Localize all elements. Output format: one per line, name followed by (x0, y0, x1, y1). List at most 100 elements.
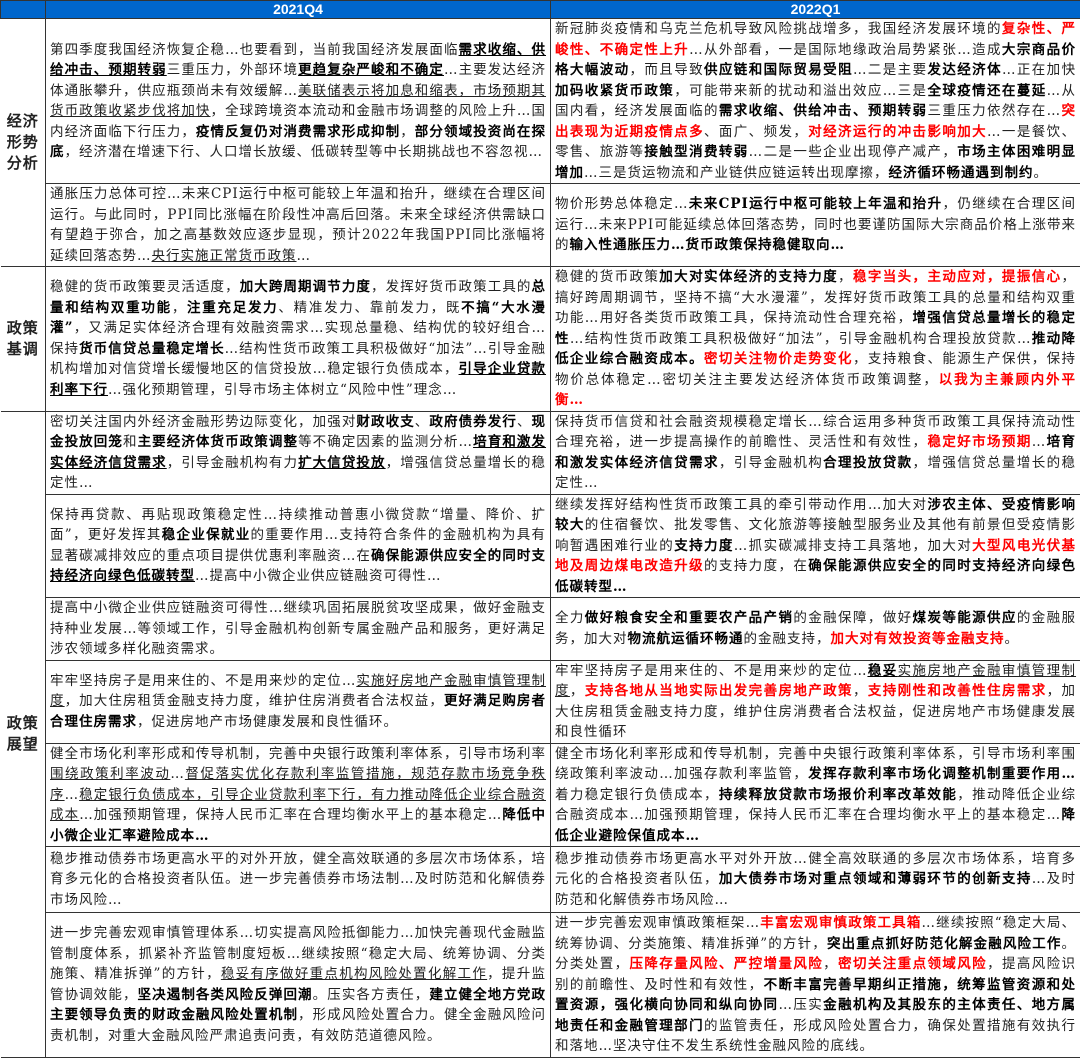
text-segment: 三重压力依然存在… (927, 103, 1061, 119)
text-segment: 。压实各方责任， (313, 987, 430, 1003)
bold-text-segment: 稳企业保就业 (162, 527, 251, 543)
text-segment: 密切关注国内外经济金融形势边际变化，加强对 (50, 414, 356, 430)
red-highlight-text-segment: 稳定好市场预期 (927, 434, 1031, 450)
text-segment: 和 (123, 434, 138, 450)
section-label-policy-tone: 政策基调 (1, 267, 46, 412)
text-segment: …抓实碳减排支持工具落地，加大对 (734, 538, 972, 554)
text-segment: … (170, 766, 185, 782)
text-segment: 健全市场化利率形成和传导机制，完善中央银行政策利率体系，引导市场利率 (50, 746, 546, 762)
text-segment: ，加大住房租赁金融支持力度，维护住房消费者合法权益， (65, 693, 444, 709)
red-highlight-text-segment: 对经济运行的冲击影响加大 (808, 124, 987, 140)
text-segment: …强化预期管理，引导市场主体树立“风险中性”理念… (108, 382, 457, 398)
table-row: 政策基调 稳健的货币政策要灵活适度，加大跨周期调节力度，发挥好货币政策工具的总量… (1, 267, 1080, 412)
bold-text-segment: 输入性通胀压力…货币政策保持稳健取向… (570, 237, 846, 253)
text-segment: 等不确定因素的监测分析… (298, 434, 473, 450)
text-segment: 的金融保障，做好 (793, 610, 912, 626)
text-segment: ，可能带来新的扰动和溢出效应…三是 (674, 83, 927, 99)
text-segment: 稳健的货币政策 (555, 269, 659, 285)
text-segment: 。 (1005, 631, 1020, 647)
bold-text-segment: 确保能源供应安全的同时支 (371, 548, 546, 564)
bold-text-segment: 全球疫情还在蔓延 (927, 83, 1046, 99)
bold-text-segment: 政府债券发行 (429, 414, 517, 430)
cell-2021q4: 稳健的货币政策要灵活适度，加大跨周期调节力度，发挥好货币政策工具的总量和结构双重… (46, 267, 551, 412)
bold-text-segment: 加大债券市场对重点领域和薄弱环节的创新支持 (719, 871, 1032, 887)
cell-2021q4: 通胀压力总体可控…未来CPI运行中枢可能较上年温和抬升，继续在合理区间运行。与此… (46, 184, 551, 267)
bold-text-segment: 财政收支 (356, 414, 414, 430)
bold-underlined-text-segment: 更趋复杂严峻和不确定 (298, 62, 444, 78)
bold-text-segment: 坚决遏制各类风险反弹回潮 (138, 987, 313, 1003)
bold-text-segment: 疫情反复仍对消费需求形成抑制 (196, 124, 400, 140)
text-segment: 、 (415, 414, 430, 430)
header-corner (1, 1, 46, 19)
text-segment: 继续发挥好结构性货币政策工具的牵引带动作用…加大对 (555, 497, 927, 513)
cell-2022q1: 新冠肺炎疫情和乌克兰危机导致风险挑战增多，我国经济发展环境的复杂性、严峻性、不确… (551, 19, 1080, 184)
bold-underlined-text-segment: 稳妥 (867, 663, 897, 679)
table-row: 提高中小微企业供应链融资可得性…继续巩固拓展脱贫攻坚成果，做好金融支持种业发展…… (1, 598, 1080, 661)
table-row: 健全市场化利率形成和传导机制，完善中央银行政策利率体系，引导市场利率围绕政策利率… (1, 743, 1080, 847)
text-segment: 牢牢坚持房子是用来住的、不是用来炒的定位… (555, 663, 867, 679)
text-segment: …提高中小微企业供应链融资可得性… (195, 568, 442, 584)
header-2022q1: 2022Q1 (551, 1, 1080, 19)
table-row: 稳步推动债券市场更高水平的对外开放，健全高效联通的多层次市场体系，培育多元化的合… (1, 847, 1080, 913)
table-row: 牢牢坚持房子是用来住的、不是用来炒的定位…实施好房地产金融审慎管理制度，加大住房… (1, 660, 1080, 743)
text-segment: …二是主要 (853, 62, 928, 78)
bold-underlined-text-segment: 持经济向绿色低碳转型 (50, 568, 195, 584)
bold-text-segment: 物流航运循环畅通 (628, 631, 744, 647)
table-row: 通胀压力总体可控…未来CPI运行中枢可能较上年温和抬升，继续在合理区间运行。与此… (1, 184, 1080, 267)
bold-text-segment: 加码收紧货币政策 (555, 83, 674, 99)
text-segment: 牢牢坚持房子是用来住的、不是用来炒的定位… (50, 673, 356, 689)
text-segment: …压实 (778, 997, 823, 1013)
header-row: 2021Q4 2022Q1 (1, 1, 1080, 19)
text-segment: 第四季度我国经济恢复企稳…也要看到，当前我国经济发展面临 (50, 42, 459, 58)
text-segment: …结构性货币政策工具积极做好“加法”，引导金融机构合理投放贷款… (570, 331, 1032, 347)
text-segment: 的金融支持， (744, 631, 831, 647)
table-row: 经济形势分析 第四季度我国经济恢复企稳…也要看到，当前我国经济发展面临需求收缩、… (1, 19, 1080, 184)
text-segment: … (65, 787, 80, 803)
cell-2021q4: 第四季度我国经济恢复企稳…也要看到，当前我国经济发展面临需求收缩、供给冲击、预期… (46, 19, 551, 184)
bold-text-segment: 货币信贷总量稳定增长 (79, 341, 225, 357)
text-segment: 物价形势总体稳定… (555, 196, 688, 212)
bold-text-segment: 合理投放贷款 (823, 455, 912, 471)
cell-2021q4: 进一步完善宏观审慎管理体系…切实提高风险抵御能力…加快完善现代金融监管制度体系，… (46, 913, 551, 1058)
bold-text-segment: 需求收缩、供给冲击、预期转弱 (719, 103, 928, 119)
bold-text-segment: 未来CPI运行中枢可能较上年温和抬升 (688, 196, 942, 212)
text-segment: 、精准发力、靠前发力，既 (278, 300, 461, 316)
red-highlight-text-segment: 丰富宏观审慎政策工具箱 (760, 915, 921, 931)
text-segment: 三重压力，外部环境 (167, 62, 298, 78)
cell-2021q4: 牢牢坚持房子是用来住的、不是用来炒的定位…实施好房地产金融审慎管理制度，加大住房… (46, 660, 551, 743)
cell-2022q1: 牢牢坚持房子是用来住的、不是用来炒的定位…稳妥实施房地产金融审慎管理制度，支持各… (551, 660, 1080, 743)
cell-2021q4: 保持再贷款、再贴现政策稳定性…持续推动普惠小微贷款“增量、降价、扩面”，更好发挥… (46, 494, 551, 598)
text-segment: ，经济潜在增速下行、人口增长放缓、低碳转型等中长期挑战也不容忽视… (65, 144, 544, 160)
cell-2021q4: 健全市场化利率形成和传导机制，完善中央银行政策利率体系，引导市场利率围绕政策利率… (46, 743, 551, 847)
section-label-policy-outlook: 政策展望 (1, 411, 46, 1057)
bold-text-segment: 做好粮食安全和重要农产品产销 (585, 610, 794, 626)
text-segment: ， (838, 269, 853, 285)
text-segment: ， (400, 124, 415, 140)
text-segment: 进一步完善宏观审慎政策框架… (555, 915, 760, 931)
text-segment: ，促进房地产市场健康发展和良性循环。 (137, 714, 398, 730)
text-segment: 的支持力度，在 (704, 558, 808, 574)
text-segment: …三是货运物流和产业链供应链运转出现摩擦， (584, 165, 889, 181)
text-segment: … (297, 248, 312, 264)
text-segment: 提高中小微企业供应链融资可得性…继续巩固拓展脱贫攻坚成果，做好金融支持种业发展…… (50, 600, 546, 657)
text-segment: …从外部看，一是国际地缘政治局势紧张…造成 (689, 42, 1002, 58)
text-segment: 、面广、频发， (704, 124, 808, 140)
cell-2022q1: 健全市场化利率形成和传导机制，完善中央银行政策利率体系，引导市场利率围绕政策利率… (551, 743, 1080, 847)
text-segment: ，引导金融机构 (719, 455, 823, 471)
red-highlight-text-segment: 密切关注物价走势变化 (704, 351, 853, 367)
text-segment: ， (172, 300, 187, 316)
cell-2021q4: 提高中小微企业供应链融资可得性…继续巩固拓展脱贫攻坚成果，做好金融支持种业发展…… (46, 598, 551, 661)
red-highlight-text-segment: 支持刚性和改善性住房需求 (868, 683, 1047, 699)
text-segment: 稳步推动债券市场更高水平的对外开放，健全高效联通的多层次市场体系，培育多元化的合… (50, 851, 546, 908)
bold-text-segment: 加大跨周期调节力度 (240, 279, 371, 295)
cell-2021q4: 密切关注国内外经济金融形势边际变化，加强对财政收支、政府债券发行、现金投放回笼和… (46, 411, 551, 494)
header-2021q4: 2021Q4 (46, 1, 551, 19)
text-segment: 稳健的货币政策要灵活适度， (50, 279, 240, 295)
bold-text-segment: 主要经济体货币政策调整 (138, 434, 299, 450)
table-row: 进一步完善宏观审慎管理体系…切实提高风险抵御能力…加快完善现代金融监管制度体系，… (1, 913, 1080, 1058)
red-highlight-text-segment: 加大对有效投资等金融支持 (831, 631, 1005, 647)
text-segment: ， (570, 683, 585, 699)
bold-text-segment: 煤炭等能源供应 (913, 610, 1017, 626)
text-segment: 着力稳定银行负债成本， (555, 787, 719, 803)
